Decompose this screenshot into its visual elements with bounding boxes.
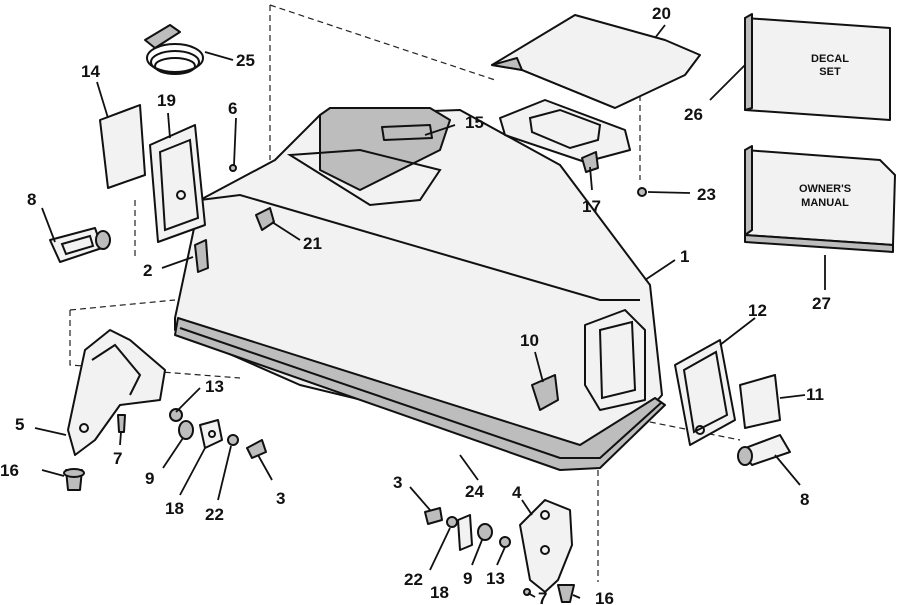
callout-numbers: 1 2 3 3 4 5 6 7 7 8 8 9 9 10 11 12 13 13…	[0, 4, 831, 605]
callout-4: 4	[512, 483, 522, 502]
latch-handle-right	[737, 434, 791, 466]
latch-handle-left	[49, 227, 111, 263]
callout-14: 14	[81, 62, 100, 81]
callout-24: 24	[465, 482, 484, 501]
cover-latch	[531, 374, 559, 411]
callout-23: 23	[697, 185, 716, 204]
callout-13a: 13	[205, 377, 224, 396]
owners-manual-box: OWNER'S MANUAL	[744, 145, 896, 253]
callout-19: 19	[157, 91, 176, 110]
vent-cover	[491, 14, 701, 109]
callout-8a: 8	[27, 190, 36, 209]
coiled-cable	[144, 24, 204, 75]
callout-16a: 16	[0, 461, 19, 480]
callout-22a: 22	[205, 505, 224, 524]
callout-15: 15	[465, 113, 484, 132]
leader-lines	[34, 24, 826, 599]
callout-27: 27	[812, 294, 831, 313]
callout-21: 21	[303, 234, 322, 253]
side-panel-frame	[149, 124, 206, 243]
manual-label-line2: MANUAL	[801, 197, 849, 209]
callout-17: 17	[582, 197, 601, 216]
gasket-sheet	[99, 104, 146, 189]
gasket-right	[739, 374, 781, 429]
callout-9a: 9	[145, 469, 154, 488]
callout-10: 10	[520, 331, 539, 350]
mounting-bracket-right	[519, 499, 573, 593]
callout-16b: 16	[595, 589, 614, 605]
decal-label-line2: SET	[819, 66, 841, 78]
side-panel-right	[674, 339, 736, 446]
callout-25: 25	[236, 51, 255, 70]
callout-7a: 7	[113, 449, 122, 468]
hardware-left	[169, 408, 267, 459]
callout-13b: 13	[486, 569, 505, 588]
callout-7b: 7	[538, 589, 547, 605]
callout-6: 6	[228, 99, 237, 118]
manual-label-line1: OWNER'S	[799, 183, 851, 195]
callout-22b: 22	[404, 570, 423, 589]
callout-18b: 18	[430, 583, 449, 602]
callout-26: 26	[684, 105, 703, 124]
callout-1: 1	[680, 247, 689, 266]
callout-3b: 3	[276, 489, 285, 508]
hood-screw	[255, 207, 275, 231]
rubber-mount-left	[63, 468, 85, 491]
decal-set-box: DECAL SET	[744, 13, 891, 121]
screw-7-left	[117, 414, 126, 433]
decal-label-line1: DECAL	[811, 53, 849, 65]
callout-12: 12	[748, 301, 767, 320]
hardware-right	[424, 507, 575, 603]
engine-cover-hood	[174, 107, 666, 471]
callout-5: 5	[15, 415, 24, 434]
callout-20: 20	[652, 4, 671, 23]
vent-seal	[499, 99, 631, 173]
callout-11: 11	[806, 385, 824, 404]
callout-18a: 18	[165, 499, 184, 518]
screw-6	[229, 164, 237, 172]
callout-3a: 3	[393, 473, 402, 492]
callout-8b: 8	[800, 490, 809, 509]
callout-2: 2	[143, 261, 152, 280]
callout-9b: 9	[463, 569, 472, 588]
small-screw	[637, 187, 647, 197]
mounting-bracket-left	[67, 329, 166, 456]
